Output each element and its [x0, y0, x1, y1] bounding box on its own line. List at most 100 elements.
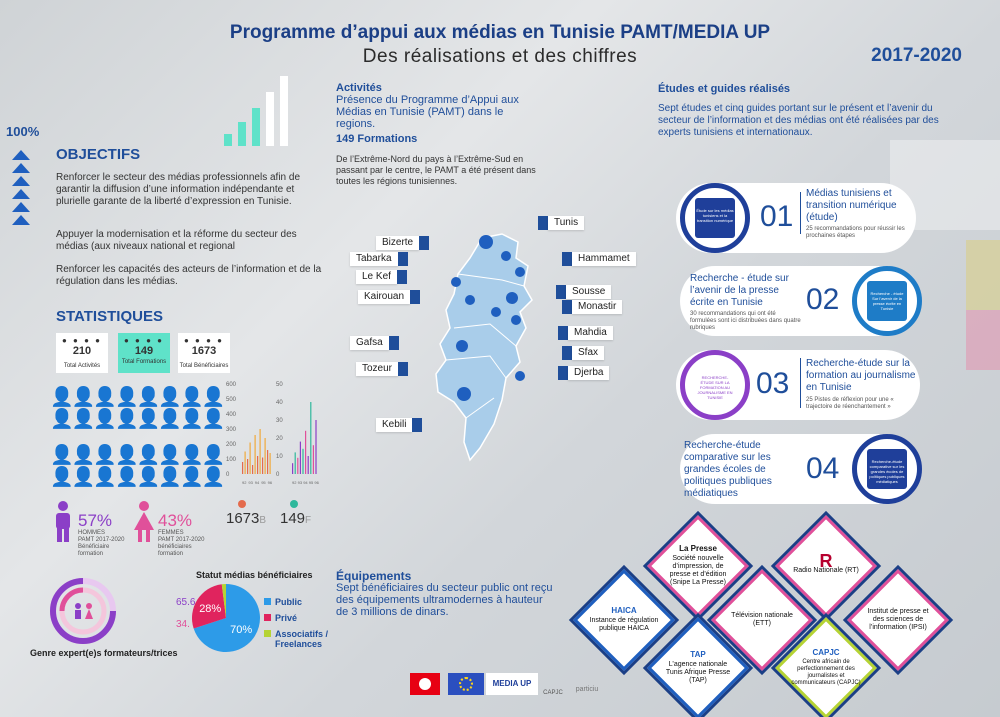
city-label-mahdia: Mahdia: [558, 326, 613, 340]
y-tick-label: 40: [276, 400, 283, 406]
equipements-text: Sept bénéficiaires du secteur public ont…: [336, 582, 553, 618]
bar: [267, 450, 269, 474]
men-label-top: HOMMES: [78, 530, 105, 536]
study-number: 03: [756, 367, 790, 400]
y-tick-label: 300: [226, 427, 237, 433]
stat-box-activites: ● ● ● ● 210: [56, 333, 108, 373]
tunisia-flag-icon: [410, 673, 440, 695]
bar: [252, 465, 254, 474]
x-tick-label: 96: [314, 480, 319, 485]
men-percent: 57%: [78, 511, 113, 530]
activites-text: Présence du Programme d’Appui aux Médias…: [336, 94, 519, 130]
bar: [312, 445, 314, 474]
objectifs-heading: OBJECTIFS: [56, 146, 141, 163]
bar: [294, 452, 296, 474]
study-cover: Étude sur les médias tunisiens et la tra…: [680, 183, 750, 253]
study-note: 25 Pistes de réflexion pour une « trajec…: [806, 397, 894, 410]
x-tick-label: 93: [298, 480, 303, 485]
particiu-logo: particiu: [575, 686, 599, 693]
bar: [292, 463, 294, 474]
city-label-gafsa: Gafsa: [350, 336, 399, 350]
bar: [310, 402, 312, 474]
growth-bars-icon: [224, 76, 288, 146]
city-label-le-kef: Le Kef: [356, 270, 407, 284]
study-cover: Recherche - étude Sur l’avenir de la pre…: [852, 266, 922, 336]
genre-pct-femmes: 34.: [176, 619, 190, 630]
bar: [315, 420, 317, 474]
decor-stripe-3: [966, 310, 1000, 370]
y-tick-label: 30: [276, 418, 283, 424]
page-subtitle: Des réalisations et des chiffres: [362, 46, 638, 67]
bar: [259, 429, 261, 474]
y-tick-label: 400: [226, 412, 237, 418]
man-icon: [56, 501, 70, 542]
y-tick-label: 100: [226, 457, 237, 463]
city-label-tunis: Tunis: [538, 216, 585, 230]
stat-box-beneficiaires: ● ● ● ● 1673: [178, 333, 230, 373]
stat-box-formations: ● ● ● ● 149: [118, 333, 170, 373]
legend-prive: Privé: [264, 613, 334, 623]
tunisia-map: [435, 233, 533, 462]
study-note: 30 recommandations qui ont été formulées…: [690, 311, 801, 331]
decor-stripe-2: [966, 240, 1000, 310]
women-pictogram-row: 👤👤👤👤👤👤👤👤: [50, 445, 225, 466]
y-tick-label: 20: [276, 436, 283, 442]
bar: [254, 435, 256, 474]
objectif-item: Appuyer la modernisation et la réforme d…: [56, 229, 297, 252]
bar: [242, 462, 244, 474]
study-cover: RECHERCHE-ÉTUDE SUR LA FORMATION AU JOUR…: [680, 350, 750, 420]
bar: [262, 457, 264, 474]
bar: [249, 442, 251, 474]
study-note: 25 recommandations pour réussir les proc…: [806, 226, 905, 239]
x-tick-label: 93: [248, 480, 253, 485]
study-title: Recherche-étude sur la formation au jour…: [806, 358, 916, 393]
eu-flag-icon: [448, 673, 484, 695]
pie-slice: [221, 584, 226, 618]
media-up-logo: MEDIA UP: [486, 673, 538, 695]
bar: [264, 438, 266, 474]
stat-label: Total Bénéficiaires: [179, 363, 229, 369]
bar: [305, 430, 307, 474]
map-pins: [451, 235, 525, 401]
capjc-logo: CAPJC: [543, 690, 563, 696]
women-percent: 43%: [158, 511, 193, 530]
bar: [297, 457, 299, 474]
activites-description: De l’Extrême-Nord du pays à l’Extrême-Su…: [336, 154, 536, 186]
study-title: Recherche - étude sur l’avenir de la pre…: [690, 273, 789, 308]
y-tick-label: 500: [226, 397, 237, 403]
pie-label: 28%: [199, 603, 221, 615]
y-tick-label: 200: [226, 442, 237, 448]
women-label-top: FEMMES: [158, 530, 184, 536]
page-title: Programme d’appui aux médias en Tunisie …: [229, 22, 771, 43]
study-title: Recherche-étude comparative sur les gran…: [684, 440, 772, 499]
city-label-bizerte: Bizerte: [376, 236, 430, 250]
activites-heading: Activités: [336, 82, 382, 94]
city-label-sfax: Sfax: [562, 346, 605, 360]
stat-value: 210: [72, 345, 92, 357]
objectif-item: Renforcer les capacités des acteurs de l…: [56, 264, 322, 287]
etudes-text: Sept études et cinq guides portant sur l…: [658, 103, 939, 138]
chevrons-up-icon: [10, 150, 32, 228]
women-label: PAMT 2017-2020 bénéficiaires formation: [158, 537, 205, 557]
years-label: 2017-2020: [871, 45, 962, 66]
men-pictogram-row: 👤👤👤👤👤👤👤👤: [50, 387, 225, 408]
bar: [307, 456, 309, 474]
legend-dot: [238, 500, 246, 508]
men-pictogram-row: 👤👤👤👤👤👤👤👤: [50, 409, 225, 430]
bar: [269, 453, 271, 474]
legend-associatifs: Associatifs / Freelances: [264, 629, 334, 649]
partner-television-nationale: Télévision nationale (ETT): [711, 569, 813, 671]
city-label-djerba: Djerba: [558, 366, 610, 380]
divider: [800, 358, 801, 408]
total-beneficiaires: 1673B: [226, 510, 267, 527]
men-label: PAMT 2017-2020 Bénéficiaire formation: [78, 537, 125, 557]
statistiques-heading: STATISTIQUES: [56, 308, 163, 325]
total-formations: 149F: [280, 510, 312, 527]
pie-slice: [192, 584, 226, 629]
city-label-kebili: Kebili: [376, 418, 423, 432]
legend-public: Public: [264, 597, 334, 607]
stat-label: Total Activités: [63, 363, 101, 369]
